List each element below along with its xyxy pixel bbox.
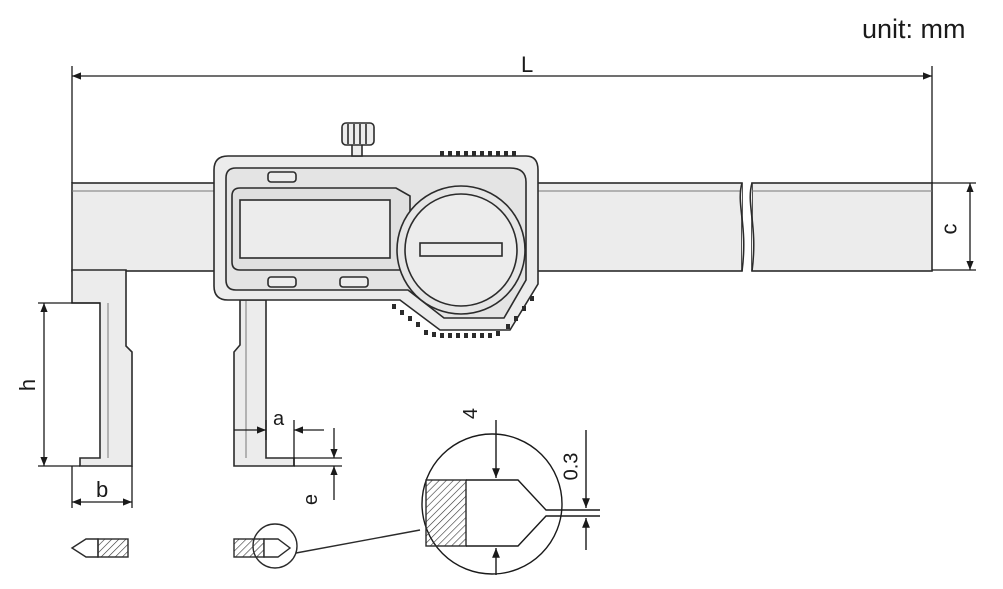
dim-label-tip-flat: 0.3 [560, 452, 583, 481]
dim-c [932, 182, 976, 271]
dim-label-c: c [936, 223, 962, 235]
tip-profile-left [70, 538, 129, 558]
dim-label-e: e [300, 493, 323, 506]
dim-h [38, 302, 100, 467]
button-bottom-left [267, 276, 297, 288]
dim-label-a: a [273, 408, 285, 430]
thumb-screw [341, 122, 375, 157]
dim-label-tip-width: 4 [460, 407, 483, 420]
fixed-jaw [71, 269, 133, 467]
unit-label: unit: mm [862, 14, 966, 44]
button-top [267, 171, 297, 183]
dim-L [71, 66, 933, 183]
dial [396, 185, 526, 315]
tip-profile-right [233, 523, 421, 569]
tip-detail-circle [421, 420, 600, 575]
knurl-teeth [392, 151, 534, 338]
dim-label-L: L [521, 52, 534, 77]
button-bottom-right [339, 276, 369, 288]
moving-jaw [233, 299, 295, 467]
dim-e [294, 428, 342, 500]
lcd-display [231, 171, 411, 288]
dim-label-b: b [96, 477, 109, 502]
dim-label-h: h [15, 378, 41, 392]
dim-b [71, 466, 133, 508]
